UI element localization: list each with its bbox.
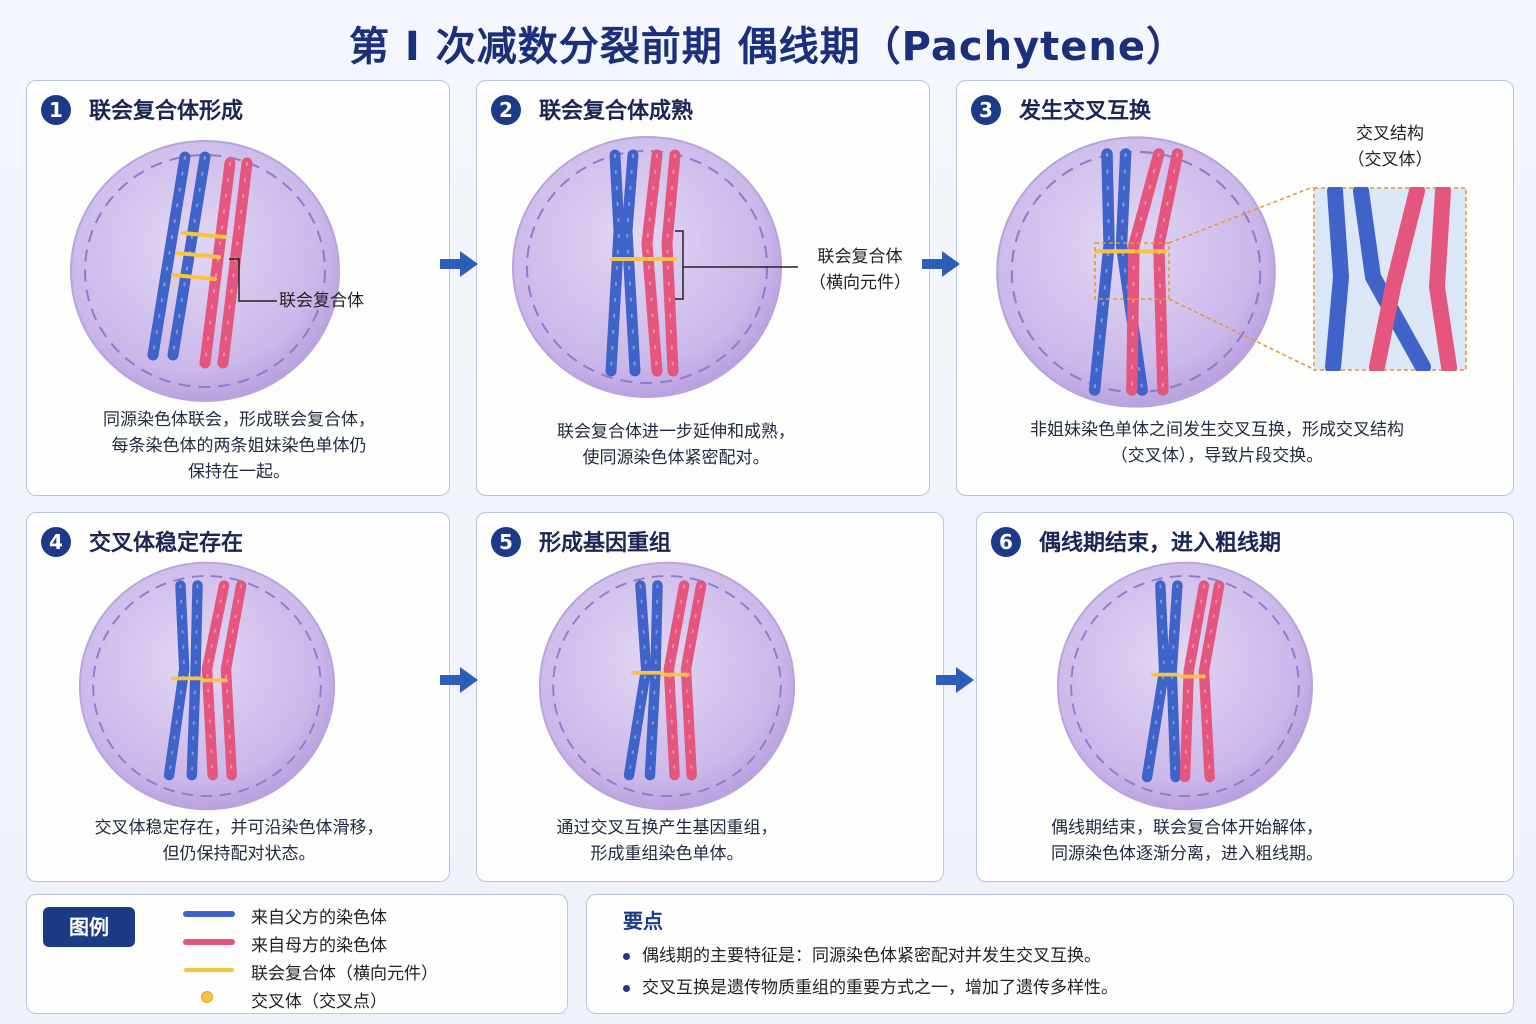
cell-diagram: [78, 561, 336, 811]
maternal-chromatid: [680, 580, 707, 781]
bracket-line: [675, 230, 798, 300]
panel-description: 偶线期结束，联会复合体开始解体，同源染色体逐渐分离，进入粗线期。: [1051, 818, 1323, 864]
leader-line: [229, 258, 277, 302]
maternal-chromatid: [199, 157, 236, 369]
panel-title: 联会复合体成熟: [539, 99, 694, 124]
panel-5: 5 形成基因重组 通过交叉互换产生基因重组，形成重组染色单体。: [476, 512, 944, 882]
panel-title: 偶线期结束，进入粗线期: [1039, 531, 1282, 556]
legend-panel: 图例 来自父方的染色体 来自母方的染色体 联会复合体（横向元件） 交叉体（交叉点…: [26, 894, 568, 1014]
label-chiasma-structure: 交叉结构（交叉体）: [1347, 124, 1433, 170]
cell-diagram: [512, 136, 782, 398]
paternal-swatch: [183, 911, 235, 917]
paternal-chromatid: [1166, 580, 1183, 783]
cell-diagram: [538, 561, 796, 811]
key-point: 交叉互换是遗传物质重组的重要方式之一，增加了遗传多样性。: [623, 973, 1118, 998]
zoom-chromatid: [1369, 187, 1425, 371]
panel-title: 联会复合体形成: [89, 99, 244, 124]
maternal-chromatid: [220, 580, 247, 781]
paternal-chromatid: [621, 149, 641, 377]
panel-description: 通过交叉互换产生基因重组，形成重组染色单体。: [556, 818, 778, 864]
synaptonemal-bar: [175, 251, 221, 259]
nuclear-envelope: [92, 575, 322, 797]
maternal-chromatid: [663, 580, 690, 781]
cell-membrane: [70, 140, 340, 402]
cell-diagram: [996, 136, 1276, 408]
legend-item: 联会复合体（横向元件）: [251, 964, 438, 984]
legend-item: 来自母方的染色体: [251, 936, 387, 956]
label-synaptonemal-complex: 联会复合体: [279, 291, 364, 311]
panel-title: 发生交叉互换: [1019, 99, 1152, 124]
zoom-chromatid: [1325, 187, 1349, 371]
paternal-chromatid: [186, 580, 203, 781]
zoom-chromatid: [1353, 187, 1431, 371]
legend-title: 图例: [43, 907, 135, 947]
panel-title: 交叉体稳定存在: [89, 531, 244, 556]
paternal-chromatid: [623, 580, 652, 781]
step-number: 6: [991, 527, 1021, 557]
maternal-chromatid: [217, 157, 253, 369]
key-points-panel: 要点 偶线期的主要特征是：同源染色体紧密配对并发生交叉互换。 交叉互换是遗传物质…: [586, 894, 1514, 1014]
arrow-right-icon: [936, 667, 974, 693]
maternal-swatch: [183, 939, 235, 945]
key-points-title: 要点: [623, 909, 663, 933]
panel-description: 同源染色体联会，形成联会复合体，每条染色体的两条姐妹染色单体仍保持在一起。: [103, 410, 375, 482]
step-number: 2: [491, 95, 521, 125]
arrow-right-icon: [440, 667, 478, 693]
paternal-chromatid: [163, 580, 190, 781]
panel-2: 2 联会复合体成熟 联会复合体（横向元件） 联会复合体进一步延伸和成熟，使同源染…: [476, 80, 930, 496]
panel-description: 非姐妹染色单体之间发生交叉互换，形成交叉结构（交叉体），导致片段交换。: [1030, 420, 1404, 466]
nuclear-envelope: [1070, 575, 1300, 797]
chiasma-dot-icon: [201, 991, 213, 1003]
key-point: 偶线期的主要特征是：同源染色体紧密配对并发生交叉互换。: [623, 941, 1101, 966]
maternal-chromatid: [1179, 580, 1210, 783]
panel-title: 形成基因重组: [539, 531, 672, 556]
zoom-chromatid: [1429, 187, 1457, 371]
step-number: 1: [41, 95, 71, 125]
nuclear-envelope: [552, 575, 782, 797]
panel-1: 1 联会复合体形成 联会复合体 同源染色体联会，形成联会复合体，每条染色体的两条…: [26, 80, 450, 496]
panel-4: 4 交叉体稳定存在 交叉体稳定存在，并可沿染色体滑移，但仍保持配对状态。: [26, 512, 450, 882]
maternal-chromatid: [1198, 580, 1225, 783]
arrow-right-icon: [440, 251, 478, 277]
panel-description: 交叉体稳定存在，并可沿染色体滑移，但仍保持配对状态。: [94, 818, 384, 864]
legend-item: 来自父方的染色体: [251, 908, 387, 928]
cell-diagram: [1056, 561, 1314, 811]
step-number: 3: [971, 95, 1001, 125]
maternal-chromatid: [1126, 148, 1165, 396]
label-sc-transverse: 联会复合体（横向元件）: [809, 247, 911, 293]
nuclear-envelope: [84, 154, 326, 388]
paternal-chromatid: [1141, 580, 1170, 783]
paternal-chromatid: [644, 580, 663, 781]
zoom-connector: [1094, 186, 1314, 370]
paternal-chromatid: [147, 151, 191, 361]
maternal-chromatid: [641, 149, 663, 377]
step-number: 5: [491, 527, 521, 557]
panel-description: 联会复合体进一步延伸和成熟，使同源染色体紧密配对。: [557, 422, 795, 468]
page-title: 第 I 次减数分裂前期 偶线期（Pachytene）: [348, 24, 1187, 70]
maternal-chromatid: [201, 580, 230, 781]
paternal-chromatid: [1088, 148, 1115, 396]
panel-6: 6 偶线期结束，进入粗线期 偶线期结束，联会复合体开始解体，同源染色体逐渐分离，…: [976, 512, 1514, 882]
sc-swatch: [184, 968, 234, 972]
cell-diagram: [70, 140, 340, 402]
maternal-chromatid: [661, 149, 681, 377]
legend-item: 交叉体（交叉点）: [251, 992, 387, 1012]
maternal-chromatid: [1153, 148, 1184, 396]
synaptonemal-bar: [181, 231, 227, 239]
arrow-right-icon: [922, 251, 960, 277]
synaptonemal-bar: [171, 273, 217, 281]
step-number: 4: [41, 527, 71, 557]
zoom-inset: [1313, 187, 1467, 371]
paternal-chromatid: [605, 149, 625, 377]
panel-3: 3 发生交叉互换 交叉结构（交叉体） 非姐妹染色单体之间发生交叉互换，形成交叉结…: [956, 80, 1514, 496]
